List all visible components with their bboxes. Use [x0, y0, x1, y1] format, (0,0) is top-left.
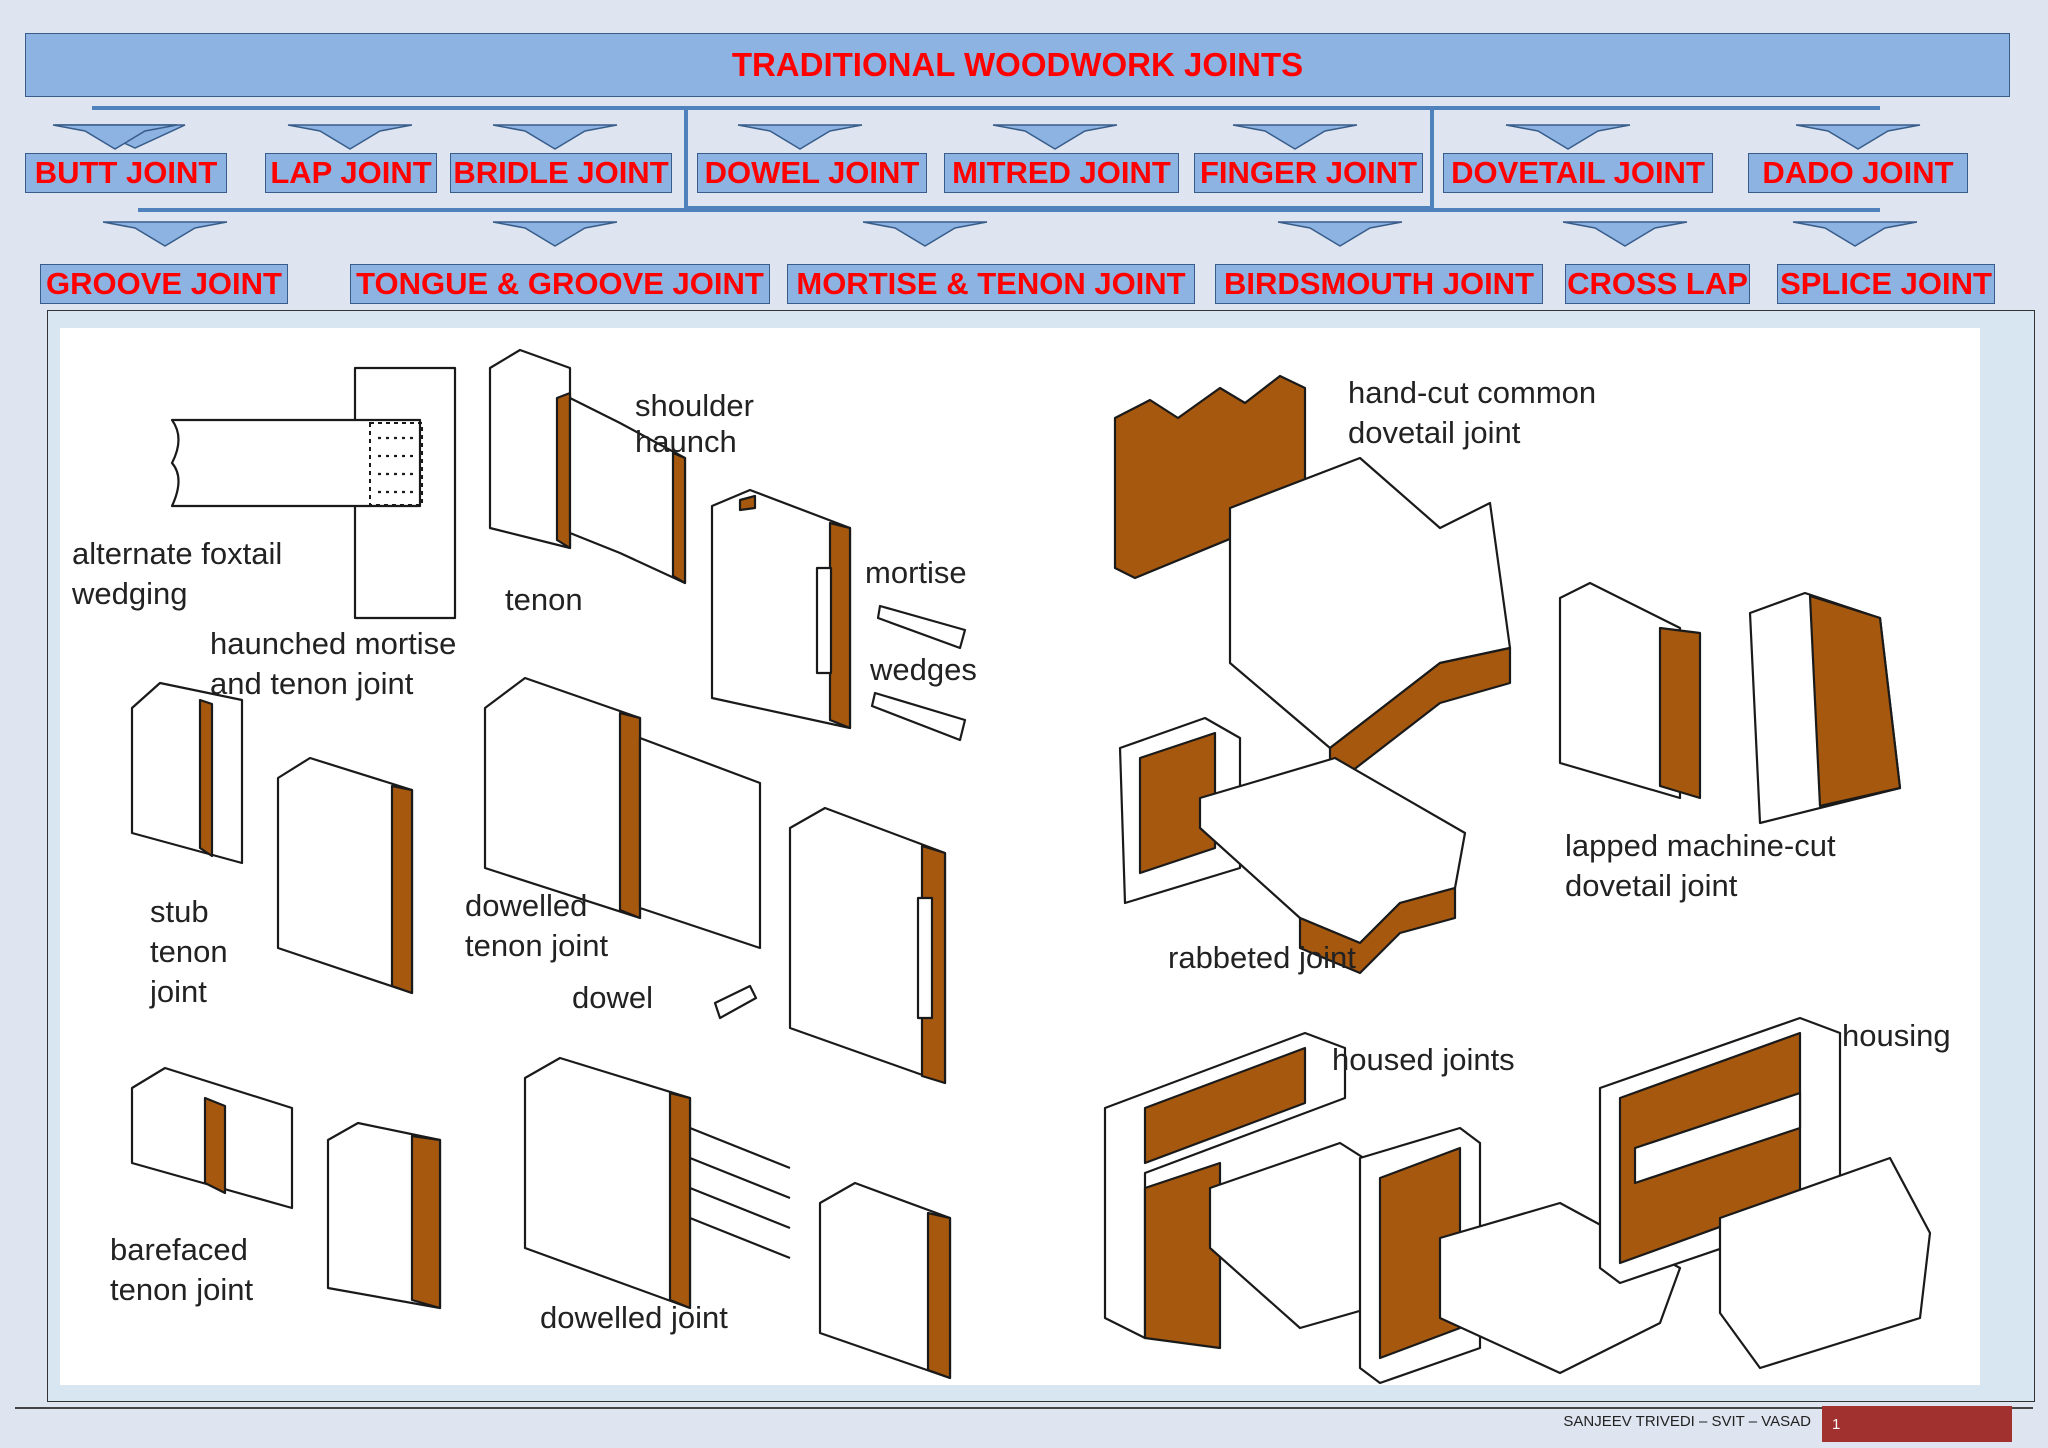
joint-mitred: MITRED JOINT [944, 153, 1179, 193]
joint-tongue-groove: TONGUE & GROOVE JOINT [350, 264, 770, 304]
rabbeted-joint-drawing [1118, 716, 1467, 975]
label-wedges: wedges [869, 652, 977, 687]
label-mortise: mortise [865, 555, 967, 590]
down-arrow-icon [992, 124, 1118, 150]
label-barefaced-2: tenon joint [110, 1272, 253, 1307]
joint-cross-lap: CROSS LAP [1565, 264, 1750, 304]
haunched-tenon-drawing [488, 348, 852, 730]
label-shoulder: shoulder [635, 388, 754, 423]
joint-finger: FINGER JOINT [1194, 153, 1423, 193]
housed-joints-drawing [1103, 1016, 1932, 1385]
down-arrow-icon [1795, 124, 1921, 150]
label-dowelled-joint: dowelled joint [540, 1300, 728, 1335]
joint-splice: SPLICE JOINT [1777, 264, 1995, 304]
label-stub-1: stub [150, 894, 209, 929]
down-arrow-icon [492, 124, 618, 150]
lapped-dovetail-drawing [1558, 581, 1902, 825]
down-arrow-icon [1792, 221, 1918, 247]
dowelled-joint-drawing [523, 1056, 952, 1380]
page-title: TRADITIONAL WOODWORK JOINTS [731, 46, 1304, 83]
label-haunched-1: haunched mortise [210, 626, 456, 661]
label-lapped-1: lapped machine-cut [1565, 828, 1836, 863]
down-arrow-icon [1505, 124, 1631, 150]
joint-dovetail: DOVETAIL JOINT [1443, 153, 1713, 193]
joint-butt: BUTT JOINT [25, 153, 227, 193]
label-dowel: dowel [572, 980, 653, 1015]
label-handcut-1: hand-cut common [1348, 375, 1596, 410]
page-number: 1 [1832, 1415, 1841, 1433]
handcut-dovetail-drawing [1113, 374, 1512, 790]
label-wedging: wedging [71, 576, 187, 611]
down-arrow-icon [1232, 124, 1358, 150]
label-stub-2: tenon [150, 934, 228, 969]
down-arrow-icon [102, 221, 228, 247]
label-haunch: haunch [635, 424, 737, 459]
foxtail-wedging-drawing [170, 366, 457, 620]
title-banner: TRADITIONAL WOODWORK JOINTS [25, 33, 2010, 97]
down-arrow-icon [1562, 221, 1688, 247]
joint-dado: DADO JOINT [1748, 153, 1968, 193]
joint-groove: GROOVE JOINT [40, 264, 288, 304]
label-rabbeted: rabbeted joint [1168, 940, 1356, 975]
down-arrow-icon [862, 221, 988, 247]
label-dowelled-tenon-1: dowelled [465, 888, 587, 923]
barefaced-tenon-drawing [130, 1066, 442, 1310]
down-arrow-icon [1277, 221, 1403, 247]
joint-dowel: DOWEL JOINT [697, 153, 927, 193]
label-lapped-2: dovetail joint [1565, 868, 1738, 903]
down-arrow-icon [492, 221, 618, 247]
label-housed: housed joints [1332, 1042, 1515, 1077]
footer-author: SANJEEV TRIVEDI – SVIT – VASAD [1563, 1413, 1811, 1430]
label-foxtail: alternate foxtail [72, 536, 282, 571]
page-number-badge: 1 [1822, 1406, 2012, 1442]
joint-illustrations: .w { fill:#ffffff; stroke:#1a1a1a; strok… [71, 348, 1951, 1385]
down-arrow-icon [287, 124, 413, 150]
label-housing: housing [1842, 1018, 1951, 1053]
joint-birdsmouth: BIRDSMOUTH JOINT [1215, 264, 1543, 304]
label-barefaced-1: barefaced [110, 1232, 248, 1267]
label-haunched-2: and tenon joint [210, 666, 414, 701]
label-dowelled-tenon-2: tenon joint [465, 928, 608, 963]
label-tenon: tenon [505, 582, 583, 617]
label-handcut-2: dovetail joint [1348, 415, 1521, 450]
down-arrow-icon [737, 124, 863, 150]
joint-bridle: BRIDLE JOINT [450, 153, 672, 193]
dowelled-tenon-drawing [483, 676, 947, 1085]
joint-lap: LAP JOINT [265, 153, 437, 193]
label-stub-3: joint [149, 974, 207, 1009]
joint-mortise-tenon: MORTISE & TENON JOINT [787, 264, 1195, 304]
footer-divider [15, 1407, 2033, 1409]
connector-diagram [52, 106, 1921, 247]
stub-tenon-drawing [130, 681, 414, 995]
down-arrow-icon [52, 124, 178, 150]
